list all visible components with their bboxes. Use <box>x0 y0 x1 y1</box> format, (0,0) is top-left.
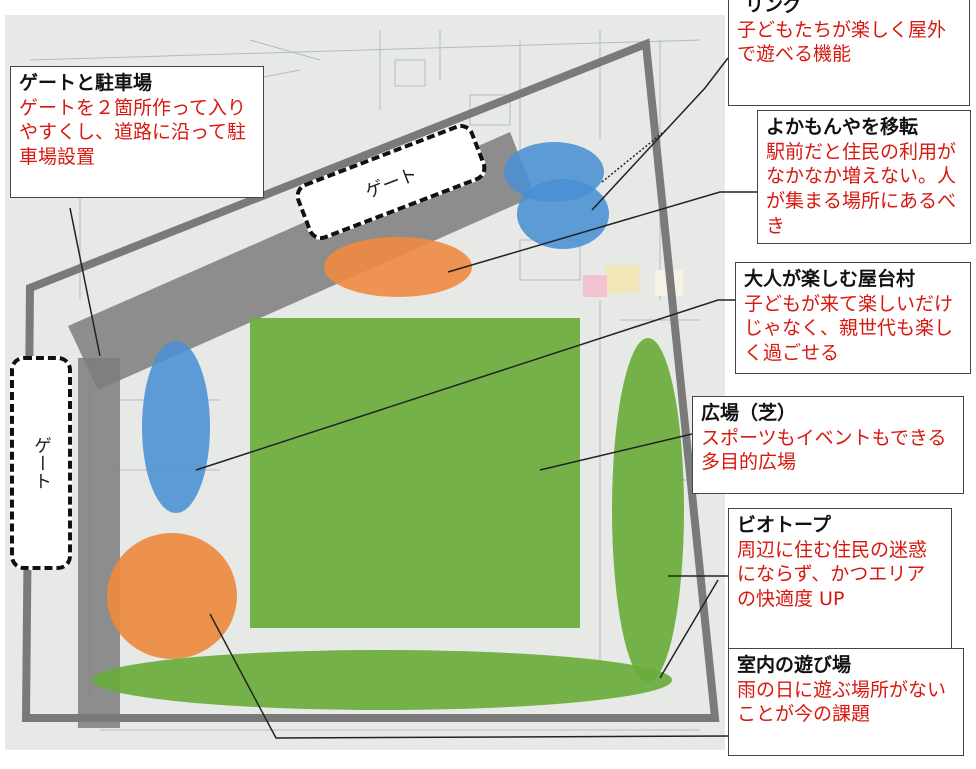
callout-yokamonya: よかもんやを移転 駅前だと住民の利用がなかなか増えない。人が集まる場所にあるべき <box>757 110 971 244</box>
callout-indoor: 室内の遊び場 雨の日に遊ぶ場所がないことが今の課題 <box>728 648 964 756</box>
indoor-play-zone <box>92 650 672 710</box>
leader-line-indoor <box>209 613 729 739</box>
parking-strip-left <box>78 358 120 728</box>
leader-line-play-area <box>591 57 729 211</box>
leader-line-play-area-dotted <box>601 129 667 183</box>
sticky-note <box>605 265 639 293</box>
plaza-lawn-zone <box>250 318 580 628</box>
callout-title: 室内の遊び場 <box>737 654 852 676</box>
callout-title: ビオトープ <box>737 514 831 536</box>
callout-title: ゲートと駐車場 <box>19 72 153 94</box>
callout-yataimura: 大人が楽しむ屋台村 子どもが来て楽しいだけじゃなく、親世代も楽しく過ごせる <box>735 262 971 374</box>
callout-body: 雨の日に遊ぶ場所がないことが今の課題 <box>737 678 947 726</box>
top-gate-text: ゲート <box>362 163 421 203</box>
callout-play-area: リング 子どもたちが楽しく屋外で遊べる機能 <box>728 0 970 106</box>
callout-gate-parking: ゲートと駐車場 ゲートを２箇所作って入りやすくし、道路に沿って駐車場設置 <box>10 66 264 198</box>
left-gate-text: ゲート <box>31 436 52 490</box>
yataimura-zone <box>142 341 210 513</box>
callout-body: 周辺に住む住民の迷惑にならず、かつエリアの快適度 UP <box>737 538 928 611</box>
callout-body: スポーツもイベントもできる多目的広場 <box>701 426 947 474</box>
leader-line-yokamonya <box>447 191 757 273</box>
leader-line-gate-parking <box>69 207 101 357</box>
sticky-note <box>583 275 607 297</box>
callout-body: 子どもが来て楽しいだけじゃなく、親世代も楽しく過ごせる <box>744 292 954 365</box>
callout-body: ゲートを２箇所作って入りやすくし、道路に沿って駐車場設置 <box>19 96 247 169</box>
left-gate-label: ゲート <box>10 356 72 570</box>
callout-title: 広場（芝） <box>701 402 797 424</box>
callout-title: 大人が楽しむ屋台村 <box>744 268 916 290</box>
yokamonya-zone <box>324 237 472 297</box>
callout-biotope: ビオトープ 周辺に住む住民の迷惑にならず、かつエリアの快適度 UP <box>728 508 952 652</box>
leader-line-yataimura <box>195 299 735 471</box>
callout-plaza: 広場（芝） スポーツもイベントもできる多目的広場 <box>692 396 964 494</box>
callout-body: 駅前だと住民の利用がなかなか増えない。人が集まる場所にあるべき <box>766 140 957 237</box>
callout-body: 子どもたちが楽しく屋外で遊べる機能 <box>737 18 947 66</box>
callout-title: リング <box>745 0 803 16</box>
leader-line-plaza <box>539 433 693 471</box>
leader-lines <box>69 57 757 739</box>
callout-title: よかもんやを移転 <box>766 116 919 138</box>
leader-line-biotope-2 <box>659 579 719 679</box>
orange-zone-lower-left <box>107 533 237 659</box>
biotope-zone <box>612 338 684 682</box>
